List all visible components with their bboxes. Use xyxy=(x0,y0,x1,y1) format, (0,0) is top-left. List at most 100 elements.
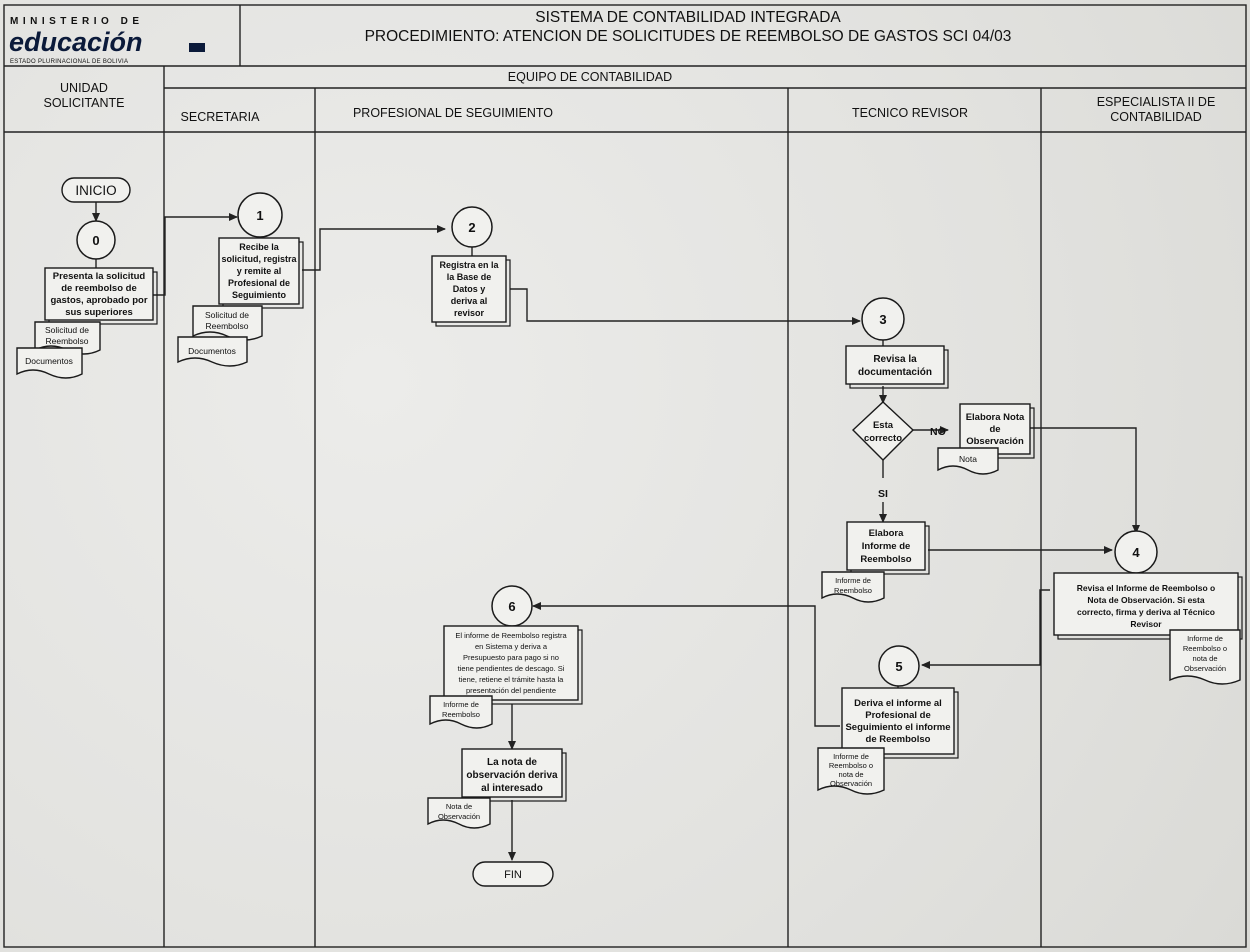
node-text-line: nota de xyxy=(838,770,863,779)
label-si: SI xyxy=(878,488,888,500)
node-text-line: Nota de xyxy=(446,802,472,811)
node-text-line: Observación xyxy=(1184,664,1226,673)
step-circle-1 xyxy=(237,192,283,238)
node-text-line: de reembolso de xyxy=(61,283,137,294)
node-text-line: correcto, firma y deriva al Técnico xyxy=(1077,607,1215,617)
node-text-line: Reembolso o xyxy=(829,761,873,770)
process-nota-interesado: La nota de observación deriva al interes… xyxy=(461,748,567,802)
node-text-line: observación deriva xyxy=(466,770,558,781)
node-text-line: Observación xyxy=(438,812,480,821)
process-presenta-solicitud: Presenta la solicitud de reembolso de ga… xyxy=(44,267,158,325)
step-number-2: 2 xyxy=(468,220,475,235)
logo-educacion-text: educación xyxy=(9,27,143,57)
process-revisa-documentacion: Revisa la documentación xyxy=(845,345,949,389)
lane-profesional: PROFESIONAL DE SEGUIMIENTO xyxy=(353,106,553,120)
logo-bolivia-text: ESTADO PLURINACIONAL DE BOLIVIA xyxy=(10,59,128,65)
step-number-1: 1 xyxy=(256,208,263,223)
step-number-4: 4 xyxy=(1132,545,1140,560)
node-text-line: Seguimiento el informe xyxy=(845,722,950,733)
start-terminal xyxy=(61,177,131,203)
node-text-line: presentación del pendiente xyxy=(466,686,556,695)
node-text-line: en Sistema y deriva a xyxy=(475,642,548,651)
document-informe-o-nota-tecnico: Informe de Reembolso o nota de Observaci… xyxy=(817,747,885,795)
node-text-line: Informe de xyxy=(1187,634,1223,643)
document-solicitud-reembolso-1: Solicitud de Reembolso xyxy=(192,305,263,341)
step-circle-2 xyxy=(451,206,493,248)
header-frame xyxy=(3,4,1247,948)
node-text-line: Profesional de xyxy=(228,278,290,288)
node-text-line: revisor xyxy=(454,308,485,318)
logo-mark-icon xyxy=(189,43,205,52)
node-text-line: Deriva el informe al xyxy=(854,698,942,709)
node-text-line: Reembolso xyxy=(834,586,872,595)
node-text-line: La nota de xyxy=(487,757,537,768)
step-number-3: 3 xyxy=(879,312,886,327)
process-revisa-informe: Revisa el Informe de Reembolso o Nota de… xyxy=(1053,572,1243,640)
node-text-line: Documentos xyxy=(25,356,73,366)
node-text-line: Informe de xyxy=(443,700,479,709)
node-text-line: Nota xyxy=(959,454,977,464)
node-text-line: Elabora Nota xyxy=(966,412,1025,423)
process-recibe-solicitud: Recibe la solicitud, registra y remite a… xyxy=(218,237,304,309)
step-circle-5 xyxy=(878,645,920,687)
step-circles: 0 1 2 3 4 5 6 xyxy=(76,192,1158,687)
node-text-line: correcto xyxy=(864,433,902,444)
node-text-line: al interesado xyxy=(481,783,543,794)
process-elabora-nota: Elabora Nota de Observación xyxy=(959,403,1035,459)
node-text-line: Reembolso xyxy=(442,710,480,719)
node-text-line: Informe de xyxy=(835,576,871,585)
node-text-line: Recibe la xyxy=(239,242,280,252)
document-informe-o-nota-especialista: Informe de Reembolso o nota de Observaci… xyxy=(1169,629,1241,685)
node-text-line: Seguimiento xyxy=(232,290,287,300)
node-text-line: Observación xyxy=(966,436,1024,447)
node-text-line: Presupuesto para pago si no xyxy=(463,653,559,662)
document-solicitud-reembolso-0: Solicitud de Reembolso xyxy=(34,321,101,355)
node-text-line: Reembolso o xyxy=(1183,644,1227,653)
connectors xyxy=(92,202,1140,861)
node-text-line: El informe de Reembolso registra xyxy=(455,631,567,640)
node-text-line: documentación xyxy=(858,367,932,378)
node-text-line: solicitud, registra xyxy=(221,254,297,264)
document-documentos-0: Documentos xyxy=(16,347,83,379)
ministry-logo: MINISTERIO DE educación ESTADO PLURINACI… xyxy=(9,16,205,65)
node-text-line: tiene pendientes de descago. Si xyxy=(458,664,565,673)
document-informe-reembolso-tecnico: Informe de Reembolso xyxy=(821,571,885,603)
node-text-line: Reembolso xyxy=(46,336,89,346)
node-text-line: Datos y xyxy=(453,284,486,294)
lane-unidad-line-2: SOLICITANTE xyxy=(43,96,124,110)
lane-unidad-line-1: UNIDAD xyxy=(60,81,108,95)
node-text-line: Esta xyxy=(873,420,894,431)
step-circle-0 xyxy=(76,220,116,260)
end-label: FIN xyxy=(504,869,522,881)
document-nota-observacion: Nota de Observación xyxy=(427,797,491,829)
node-text-line: Informe de xyxy=(833,752,869,761)
document-documentos-1: Documentos xyxy=(177,336,248,367)
lane-especialista-line-1: ESPECIALISTA II DE xyxy=(1097,95,1216,109)
step-number-5: 5 xyxy=(895,659,902,674)
node-text-line: deriva al xyxy=(451,296,488,306)
process-deriva-informe: Deriva el informe al Profesional de Segu… xyxy=(841,687,959,759)
document-nota: Nota xyxy=(937,447,999,475)
process-registra-base: Registra en la la Base de Datos y deriva… xyxy=(431,255,511,327)
node-text-line: Reembolso xyxy=(860,554,911,565)
node-text-line: Registra en la xyxy=(439,260,499,270)
node-text-line: Presenta la solicitud xyxy=(53,271,146,282)
node-text-line: Documentos xyxy=(188,346,236,356)
node-text-line: Revisor xyxy=(1130,619,1162,629)
node-text-line: y remite al xyxy=(237,266,282,276)
process-registra-sistema: El informe de Reembolso registra en Sist… xyxy=(443,625,583,705)
node-text-line: la Base de xyxy=(447,272,492,282)
lane-tecnico: TECNICO REVISOR xyxy=(852,106,968,120)
label-no: NO xyxy=(930,426,946,438)
node-text-line: de Reembolso xyxy=(866,734,931,745)
node-text-line: nota de xyxy=(1192,654,1217,663)
end-terminal xyxy=(472,861,554,887)
node-text-line: Revisa la xyxy=(873,354,917,365)
document-informe-reembolso-profesional: Informe de Reembolso xyxy=(429,695,493,729)
node-text-line: sus superiores xyxy=(65,307,133,318)
lane-secretaria: SECRETARIA xyxy=(181,110,261,124)
node-text-line: Solicitud de xyxy=(205,310,249,320)
node-text-line: Solicitud de xyxy=(45,325,89,335)
